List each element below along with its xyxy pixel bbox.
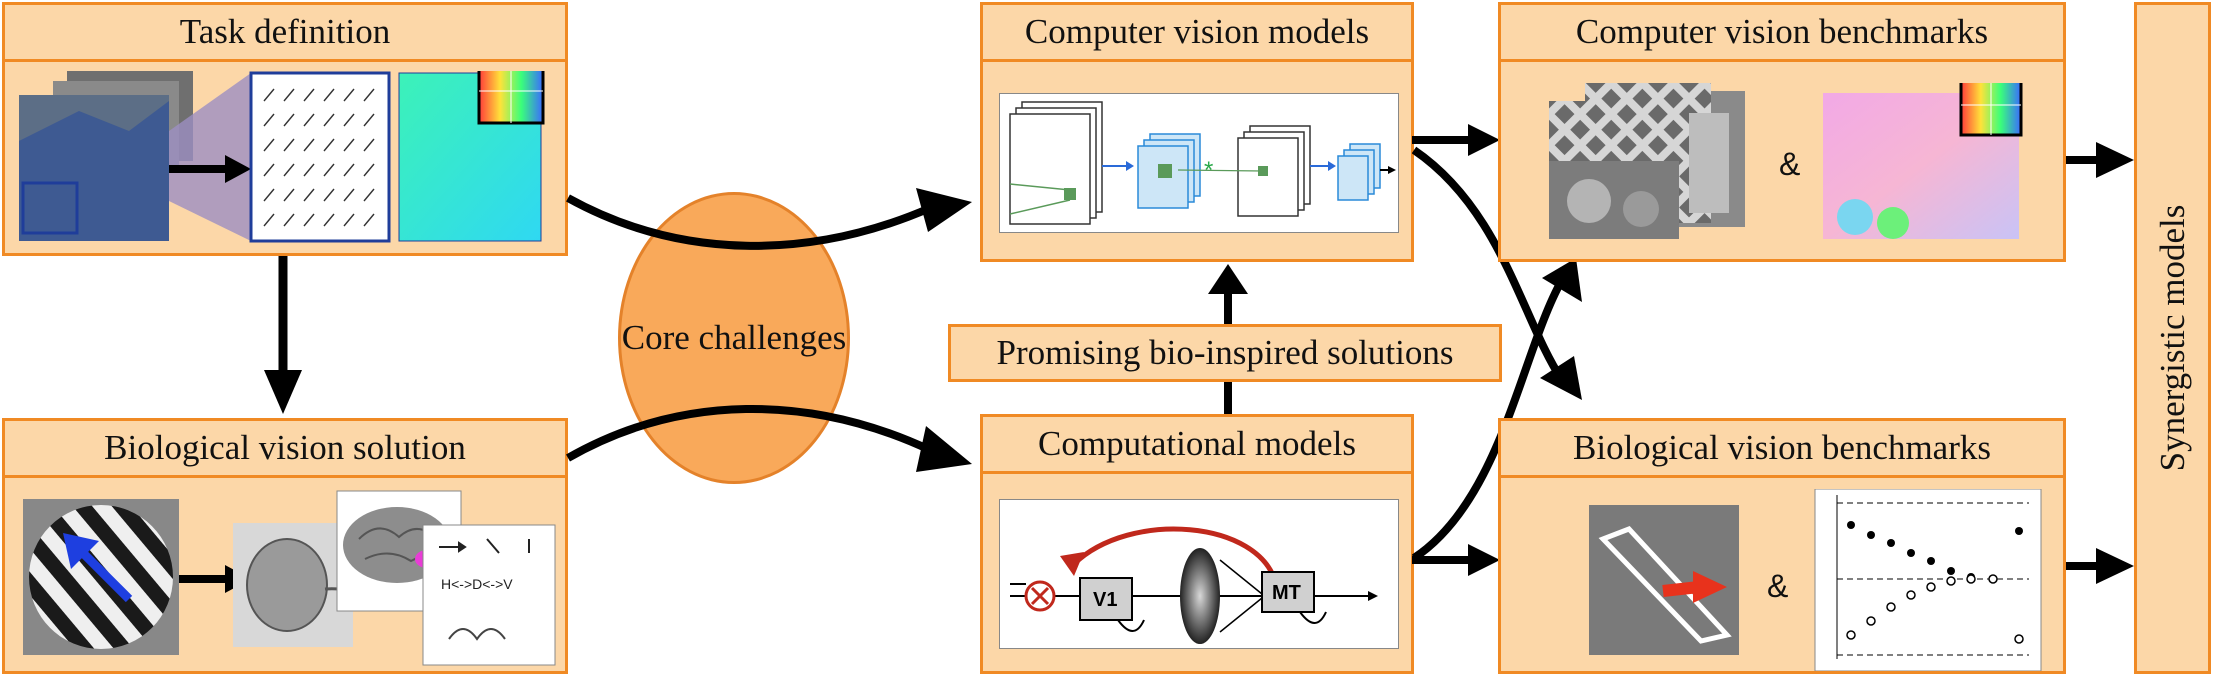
promising-solutions-label: Promising bio-inspired solutions <box>996 333 1454 372</box>
cnn-diagram: * <box>1009 101 1396 225</box>
arrow-task-to-bio <box>264 256 302 414</box>
flow-arrows-left <box>566 188 972 472</box>
synergistic-models-label: Synergistic models <box>2152 204 2192 472</box>
cv-benchmark-illustration: & <box>1549 83 2023 239</box>
core-challenges-label: Core challenges <box>621 318 847 357</box>
relation-label: H<->D<->V <box>441 576 513 592</box>
task-definition-box: Task definition <box>2 2 568 256</box>
bio-benchmark-illustration: & <box>1589 489 2042 671</box>
line-computational-to-promising <box>1224 382 1232 416</box>
computer-vision-benchmarks-title: Computer vision benchmarks <box>1501 5 2063 62</box>
motion-model-diagram: V1 MT <box>1010 526 1378 644</box>
computer-vision-benchmarks-box: Computer vision benchmarks & <box>1498 2 2066 262</box>
ampersand-bottom: & <box>1767 568 1788 604</box>
promising-solutions-box: Promising bio-inspired solutions <box>948 324 1502 382</box>
biological-vision-illustration: H<->D<->V <box>23 490 556 666</box>
biological-vision-solution-title: Biological vision solution <box>5 421 565 478</box>
arrows-to-synergistic <box>2066 142 2134 584</box>
computational-models-title: Computational models <box>983 417 1411 474</box>
v1-label: V1 <box>1093 589 1117 611</box>
computational-models-box: Computational models V1 MT <box>980 414 1414 674</box>
synergistic-models-box: Synergistic models <box>2134 2 2211 674</box>
ampersand-top: & <box>1779 146 1800 182</box>
biological-vision-benchmarks-title: Biological vision benchmarks <box>1501 421 2063 478</box>
cnn-diagram-panel: * <box>999 93 1399 233</box>
task-definition-title: Task definition <box>5 5 565 62</box>
biological-vision-solution-box: Biological vision solution <box>2 418 568 674</box>
biological-vision-benchmarks-box: Biological vision benchmarks & <box>1498 418 2066 674</box>
computer-vision-models-title: Computer vision models <box>983 5 1411 62</box>
arrow-promising-to-cv-models <box>1208 264 1248 324</box>
mt-label: MT <box>1272 582 1301 604</box>
motion-model-panel: V1 MT <box>999 499 1399 649</box>
task-definition-illustration <box>19 71 545 243</box>
computer-vision-models-box: Computer vision models * <box>980 2 1414 262</box>
